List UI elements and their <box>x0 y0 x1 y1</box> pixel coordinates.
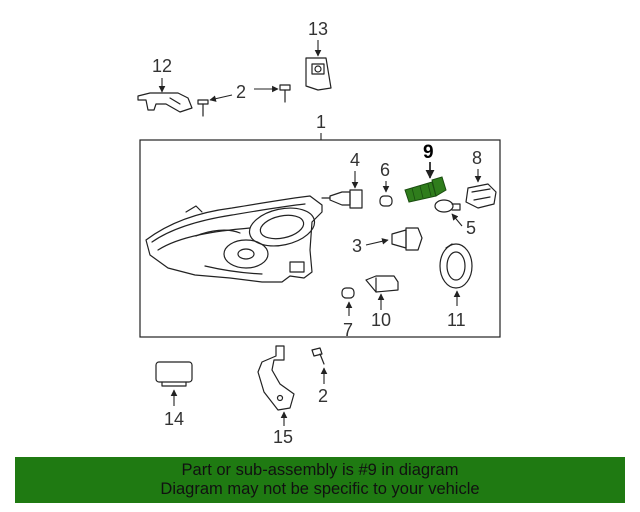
part-15-bracket[interactable] <box>257 345 295 411</box>
part-10-bulb[interactable] <box>365 275 399 293</box>
callout-3: 3 <box>352 236 362 256</box>
info-banner: Part or sub-assembly is #9 in diagram Di… <box>15 457 625 503</box>
part-14-module[interactable] <box>155 361 193 387</box>
part-7-bulb[interactable] <box>341 287 355 299</box>
part-9-socket-highlighted[interactable] <box>404 176 447 203</box>
callout-14: 14 <box>164 409 184 429</box>
callout-8: 8 <box>472 148 482 168</box>
callout-2-top: 2 <box>236 82 246 102</box>
callout-2-bottom: 2 <box>318 386 328 406</box>
callout-15: 15 <box>273 427 293 447</box>
callout-4: 4 <box>350 150 360 170</box>
callout-5: 5 <box>466 218 476 238</box>
assembly-frame <box>139 139 501 338</box>
part-8-socket[interactable] <box>465 183 497 209</box>
part-2-screw-right[interactable] <box>279 84 291 103</box>
part-13-bracket[interactable] <box>305 57 332 91</box>
callout-9: 9 <box>423 142 434 163</box>
part-4-bulb[interactable] <box>321 189 363 209</box>
callout-10: 10 <box>371 310 391 330</box>
callout-11: 11 <box>447 310 466 330</box>
part-11-cover[interactable] <box>439 243 473 289</box>
headlamp-housing[interactable] <box>145 195 323 283</box>
part-2-screw-bottom[interactable] <box>311 347 325 365</box>
part-3-bulb[interactable] <box>391 227 423 251</box>
part-12-bracket[interactable] <box>137 92 193 113</box>
callout-7: 7 <box>343 320 353 340</box>
banner-line-1: Part or sub-assembly is #9 in diagram <box>181 461 459 479</box>
callout-13: 13 <box>308 19 328 39</box>
part-5-bulb[interactable] <box>434 199 461 213</box>
banner-line-2: Diagram may not be specific to your vehi… <box>160 480 480 498</box>
part-6-bulb[interactable] <box>379 195 393 207</box>
callout-6: 6 <box>380 160 390 180</box>
parts-diagram: 13 12 2 1 4 <box>137 19 501 447</box>
callout-1: 1 <box>316 112 326 132</box>
callout-12: 12 <box>152 56 172 76</box>
part-2-screw-left[interactable] <box>197 99 209 117</box>
